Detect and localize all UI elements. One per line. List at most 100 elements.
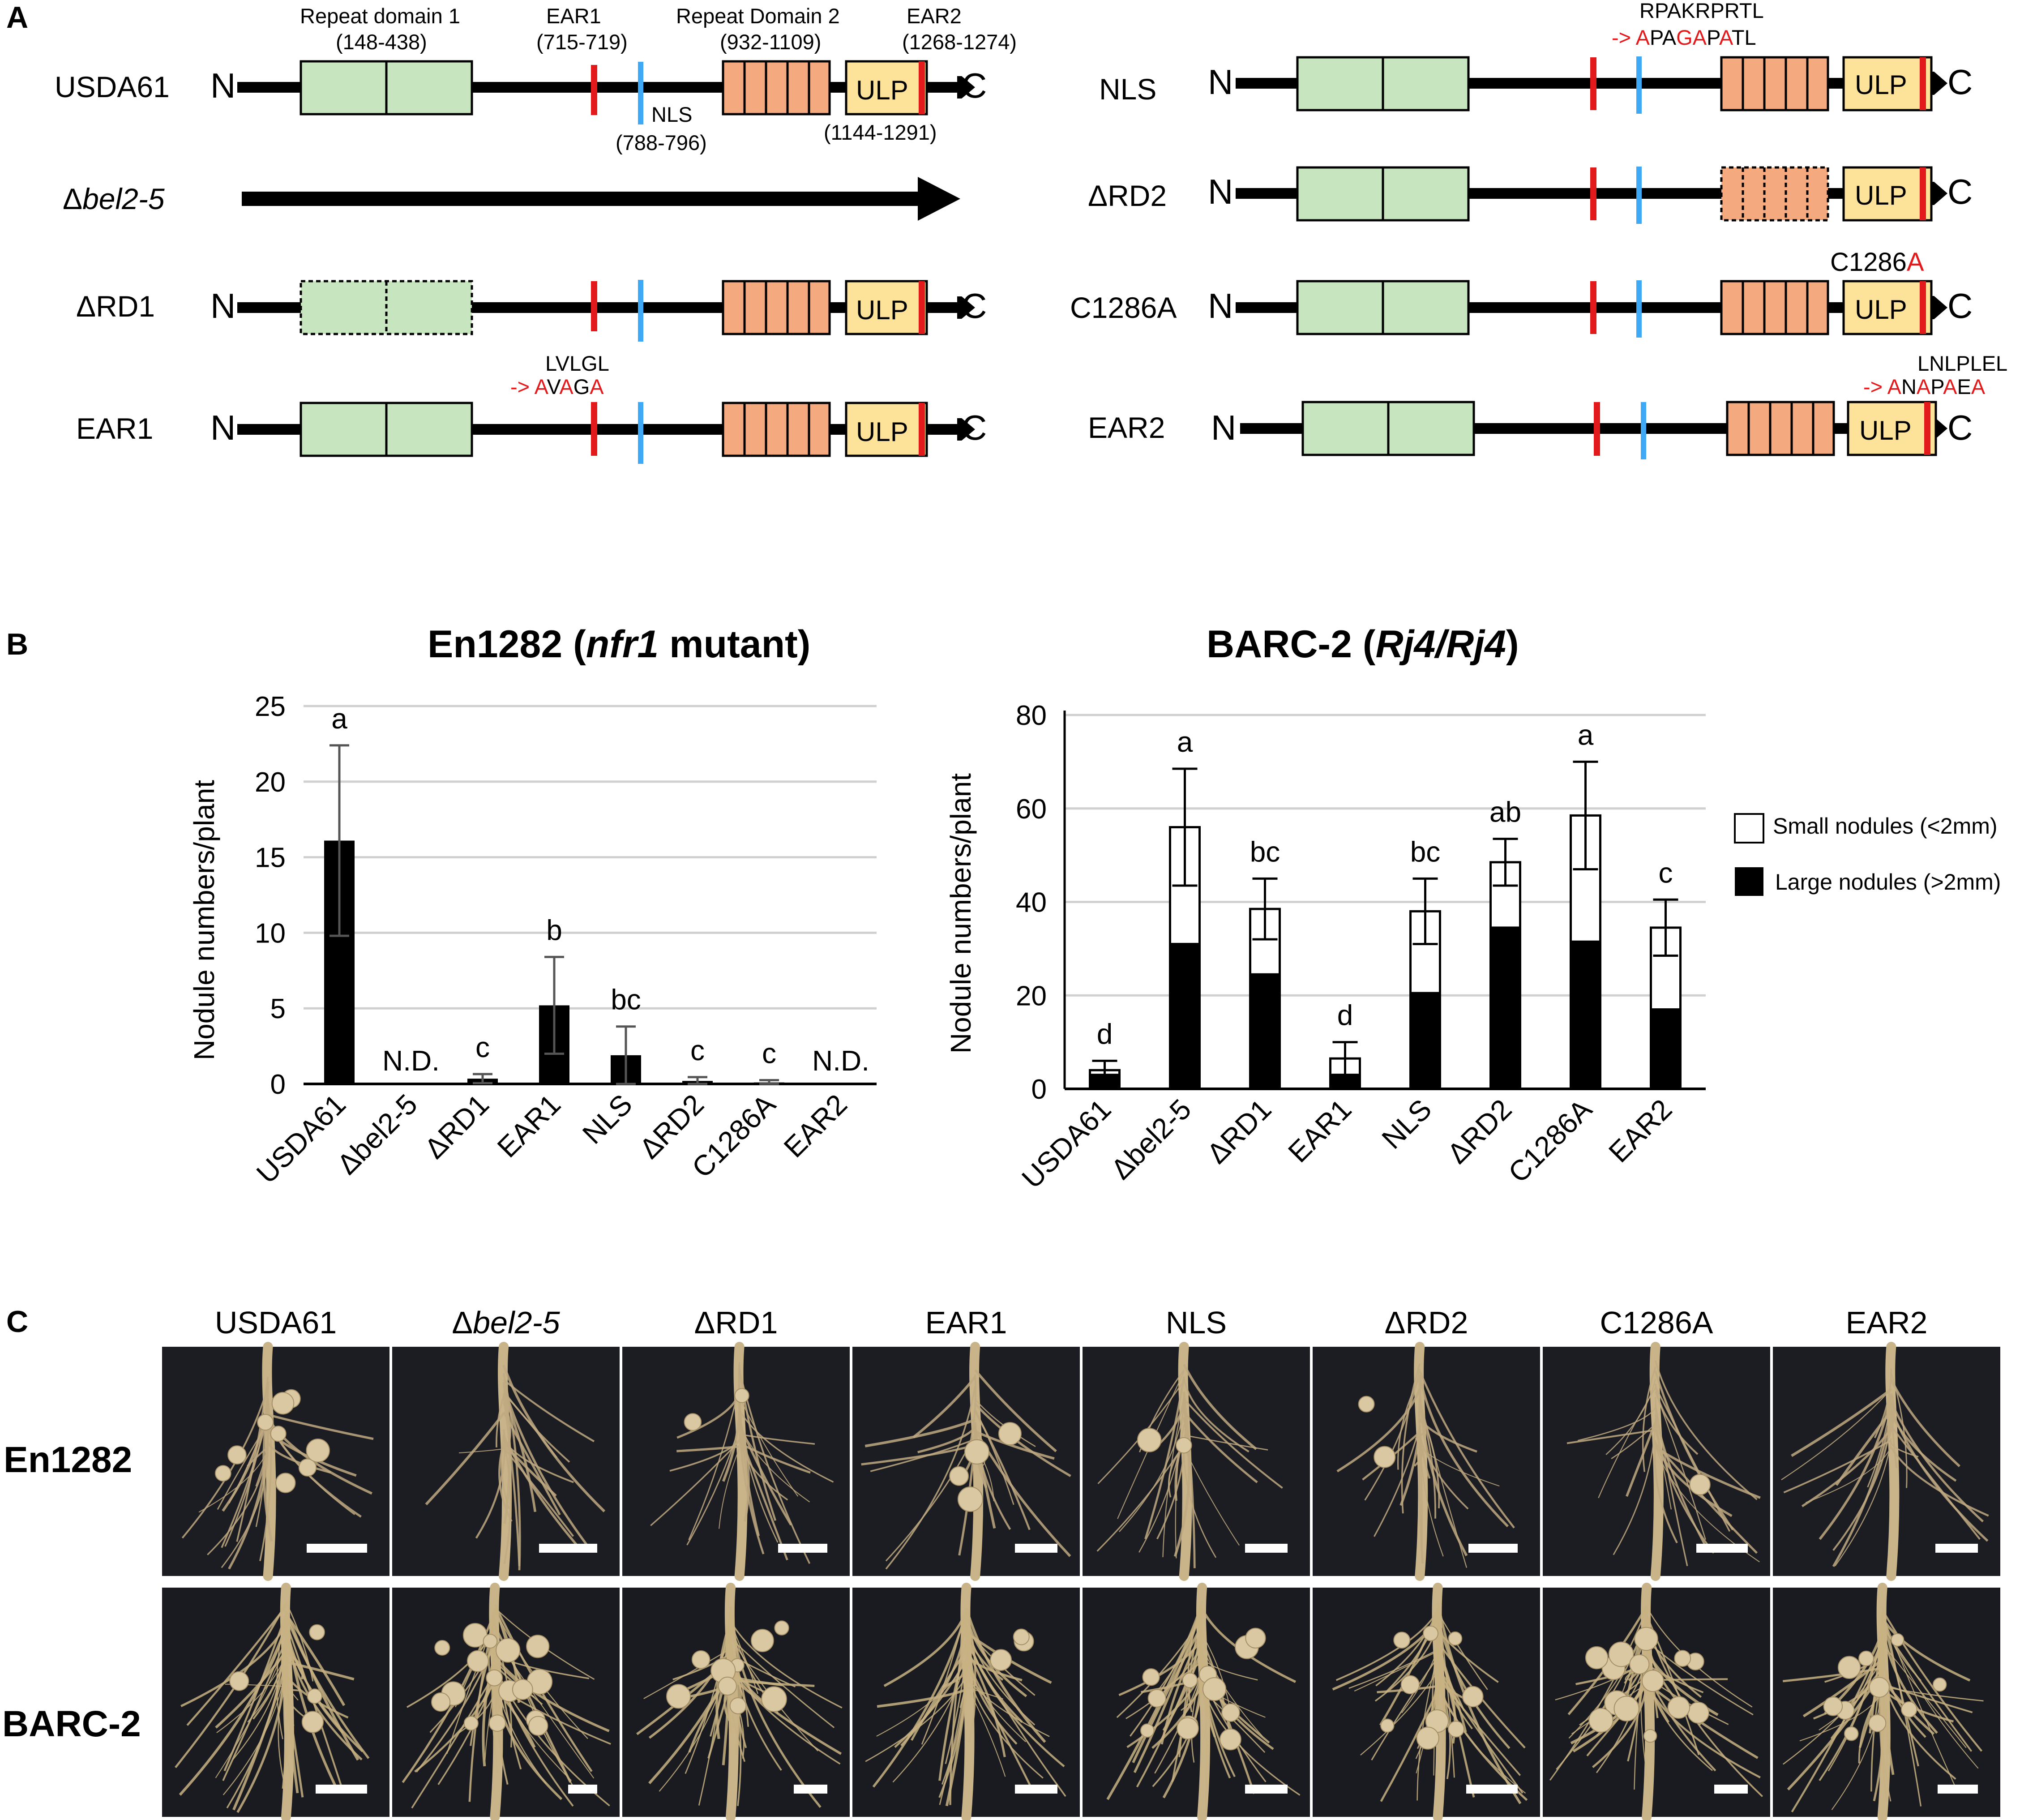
svg-text:N: N xyxy=(1208,172,1233,211)
construct-ear1: N C ULP xyxy=(210,402,987,464)
svg-text:N: N xyxy=(210,286,235,325)
significance-label: d xyxy=(1337,999,1353,1032)
nls-original-seq: RPAKRPRTL xyxy=(1639,0,1764,22)
root-photo xyxy=(1313,1342,1540,1581)
nls-marker xyxy=(638,62,643,124)
ulp-range-label: (1144-1291) xyxy=(824,120,937,144)
significance-label: a xyxy=(331,702,347,735)
significance-label: d xyxy=(1097,1018,1113,1050)
construct-rd1: N C ULP xyxy=(210,280,987,342)
construct-label-bel2-5: Δbel2-5 xyxy=(63,182,165,215)
construct-label-c1286a: C1286A xyxy=(1070,291,1177,324)
legend-swatch-small xyxy=(1734,813,1764,844)
panel-a-letter: A xyxy=(6,0,28,34)
y-tick-label: 5 xyxy=(270,994,286,1024)
construct-label-nls: NLS xyxy=(1099,73,1156,106)
scale-bar xyxy=(1015,1785,1057,1794)
scale-bar xyxy=(539,1544,597,1553)
chart1-title: En1282 (nfr1 mutant) xyxy=(428,623,810,666)
ear2-mutated-seq: -> ANAPAEA xyxy=(1863,375,1986,398)
legend-label-large: Large nodules (>2mm) xyxy=(1775,869,2001,895)
root-photo xyxy=(392,1583,620,1820)
root-photo xyxy=(162,1342,389,1581)
svg-text:C: C xyxy=(1947,172,1973,211)
rd1-header-label: Repeat domain 1 xyxy=(300,4,460,28)
scale-bar xyxy=(1466,1785,1518,1794)
scale-bar xyxy=(1245,1544,1288,1553)
construct-c1286a: N C ULP xyxy=(1208,280,1973,338)
construct-usda61: N C ULP xyxy=(210,60,987,124)
construct-label-ear2: EAR2 xyxy=(1088,411,1165,444)
y-tick-label: 20 xyxy=(255,767,286,798)
ear1-range-label: (715-719) xyxy=(536,30,628,54)
ear2-marker xyxy=(919,61,925,114)
ear2-range-label: (1268-1274) xyxy=(902,30,1017,54)
significance-label: bc xyxy=(1410,835,1441,868)
root-photo xyxy=(392,1342,620,1581)
scale-bar xyxy=(1714,1785,1748,1794)
photo-column-label: EAR2 xyxy=(1846,1305,1928,1340)
scale-bar xyxy=(307,1544,367,1553)
rd2-range-label: (932-1109) xyxy=(720,30,821,54)
root-photo xyxy=(622,1342,850,1581)
x-tick-label: ΔRD1 xyxy=(1201,1093,1278,1170)
y-tick-label: 0 xyxy=(1031,1074,1047,1105)
root-photo xyxy=(852,1342,1080,1581)
svg-text:N: N xyxy=(1208,62,1233,102)
x-tick-label: ΔRD2 xyxy=(1441,1093,1518,1170)
significance-label: bc xyxy=(611,984,641,1016)
root-photo xyxy=(1313,1583,1540,1820)
svg-text:N: N xyxy=(1208,286,1233,325)
x-tick-label: NLS xyxy=(1375,1093,1438,1155)
svg-text:N: N xyxy=(1211,408,1236,447)
bar-large xyxy=(1169,942,1201,1090)
construct-label-rd2: ΔRD2 xyxy=(1088,179,1167,212)
photo-column-label: USDA61 xyxy=(215,1305,337,1340)
scale-bar xyxy=(794,1785,827,1794)
chart2-legend: Small nodules (<2mm) Large nodules (>2mm… xyxy=(1734,813,2001,896)
scale-bar xyxy=(568,1785,597,1794)
svg-text:ULP: ULP xyxy=(1859,415,1912,445)
root-photo xyxy=(162,1583,389,1820)
x-tick-label: EAR2 xyxy=(1602,1093,1678,1169)
svg-text:C: C xyxy=(962,286,987,325)
c-terminus-label: C xyxy=(962,66,987,105)
significance-label: N.D. xyxy=(812,1045,869,1077)
repeat-domain-2-box xyxy=(722,60,831,116)
photo-column-label: C1286A xyxy=(1600,1305,1713,1340)
construct-label-usda61: USDA61 xyxy=(55,70,170,103)
scale-bar xyxy=(1015,1544,1057,1553)
root-photo xyxy=(1083,1583,1310,1820)
rd2-header-label: Repeat Domain 2 xyxy=(676,4,840,28)
root-photo xyxy=(1543,1583,1770,1820)
x-tick-label: C1286A xyxy=(1502,1093,1598,1189)
significance-label: a xyxy=(1578,719,1594,751)
significance-label: a xyxy=(1177,726,1193,758)
svg-text:C: C xyxy=(1947,408,1973,447)
root-photo xyxy=(1773,1583,2000,1820)
root-photo xyxy=(1773,1342,2000,1581)
scale-bar xyxy=(778,1544,827,1553)
y-tick-label: 60 xyxy=(1016,794,1047,825)
ear2-header-label: EAR2 xyxy=(907,4,962,28)
construct-label-rd1: ΔRD1 xyxy=(76,290,155,323)
svg-text:C: C xyxy=(1947,62,1973,102)
construct-rd2: N C ULP xyxy=(1208,166,1973,224)
photo-column-label: ΔRD2 xyxy=(1385,1305,1468,1340)
scale-bar xyxy=(1245,1785,1288,1794)
ear1-marker xyxy=(591,65,597,115)
y-tick-label: 20 xyxy=(1016,981,1047,1011)
x-tick-label: EAR1 xyxy=(1282,1093,1357,1169)
y-tick-label: 25 xyxy=(255,691,286,722)
x-tick-label: Δbel2-5 xyxy=(331,1088,424,1181)
significance-label: ab xyxy=(1489,796,1521,828)
root-photo xyxy=(1083,1342,1310,1581)
photo-column-label: NLS xyxy=(1166,1305,1227,1340)
n-terminus-label: N xyxy=(210,66,235,105)
svg-text:ULP: ULP xyxy=(1855,295,1907,325)
y-tick-label: 15 xyxy=(255,843,286,874)
root-photo xyxy=(622,1583,850,1820)
chart2-ylabel: Nodule numbers/plant xyxy=(945,773,977,1053)
